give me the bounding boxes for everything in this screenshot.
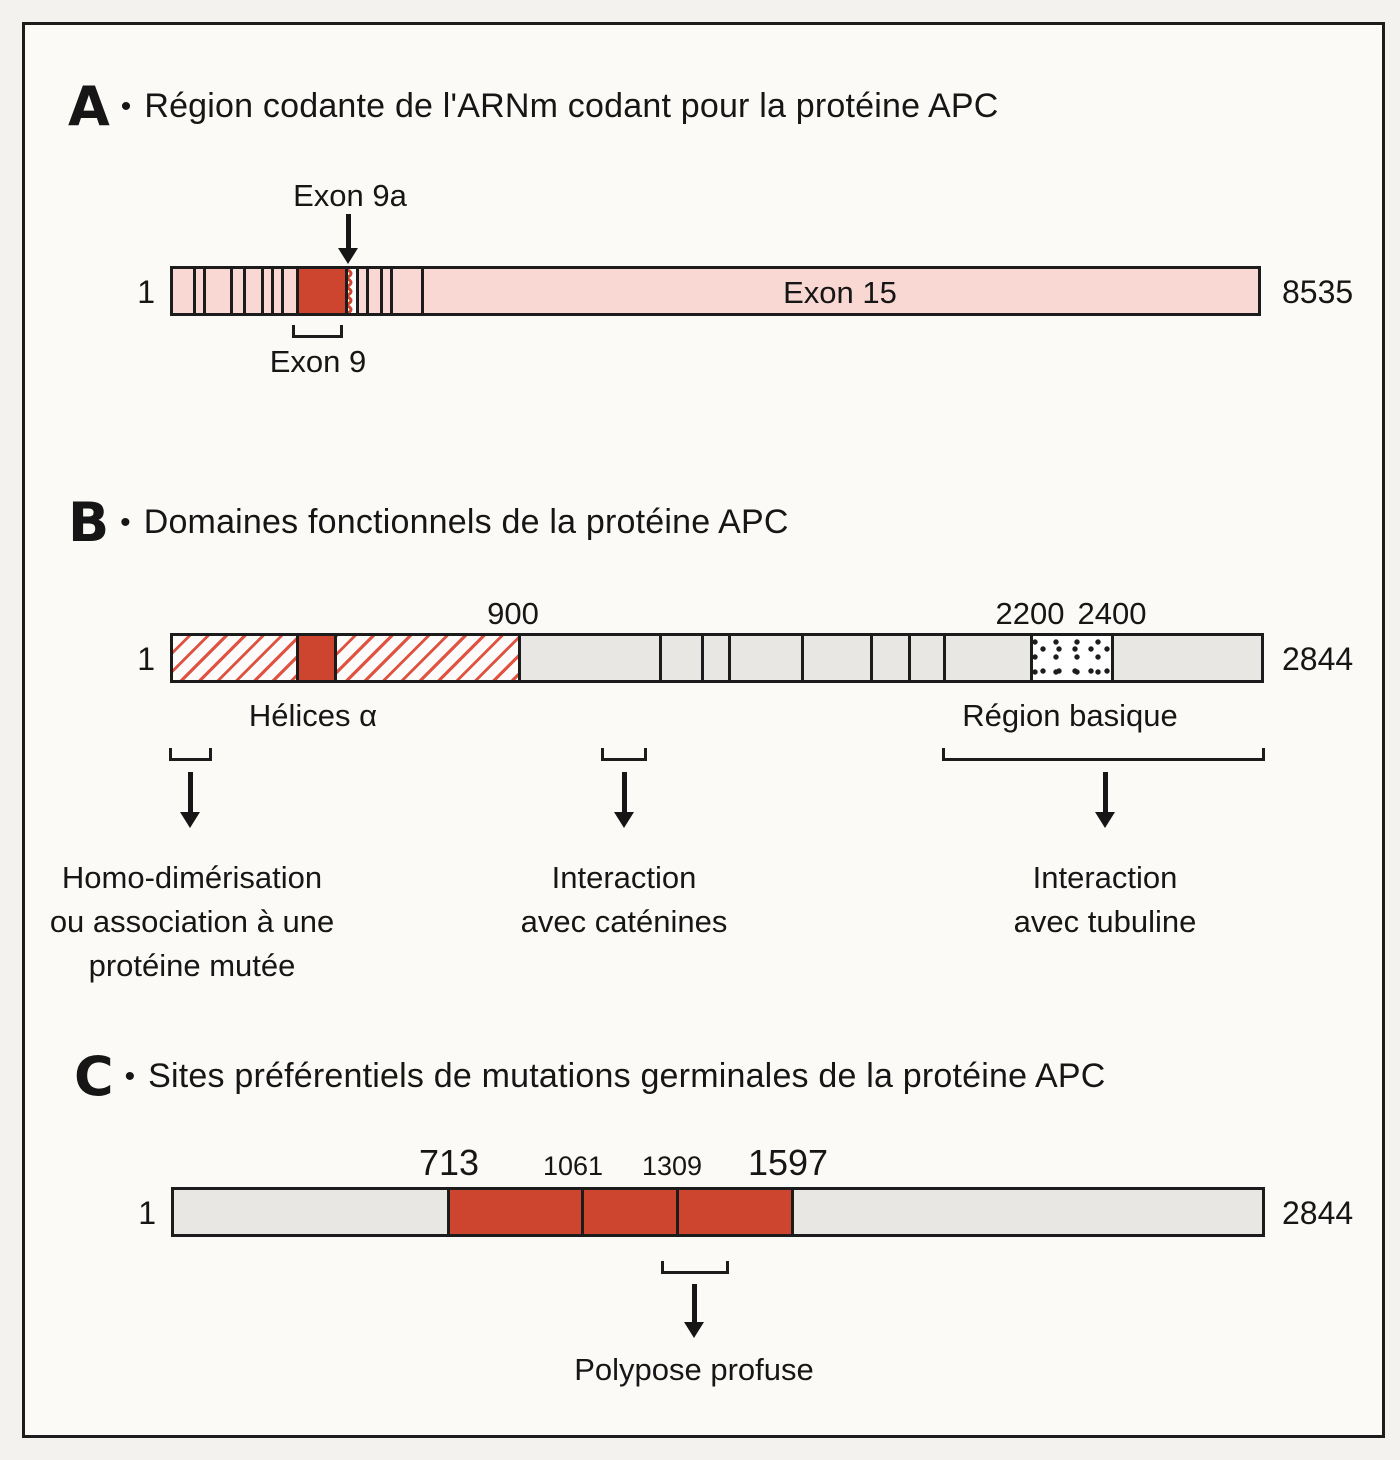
panel-c-title-text: Sites préférentiels de mutations germina… — [148, 1057, 1106, 1096]
segment-divider — [243, 269, 246, 313]
exon9-label: Exon 9 — [269, 344, 367, 379]
bar-b-end-label: 2844 — [1282, 641, 1354, 677]
panel-b-title-text: Domaines fonctionnels de la protéine APC — [143, 503, 789, 542]
annotation-line: ou association à une — [49, 904, 335, 939]
segment-divider — [366, 269, 369, 313]
basic-region-dotted-block — [1030, 636, 1111, 680]
position-1309-label: 1309 — [641, 1151, 703, 1181]
title-bullet-icon: • — [124, 1060, 136, 1093]
region-basique-label: Région basique — [962, 698, 1178, 733]
protein-domains-bar — [170, 633, 1264, 683]
segment-divider — [261, 269, 264, 313]
annotation-line: Interaction — [1032, 860, 1178, 895]
exon9a-squiggle-block — [345, 269, 356, 313]
panel-a-title: A • Région codante de l'ARNm codant pour… — [68, 80, 999, 134]
exon9-red-block — [296, 269, 345, 313]
segment-divider — [193, 269, 196, 313]
exon9a-label: Exon 9a — [293, 178, 407, 213]
down-arrow-icon — [1095, 772, 1115, 828]
segment-divider — [701, 636, 704, 680]
segment-divider — [676, 1190, 679, 1234]
segment-divider — [801, 636, 804, 680]
segment-divider — [943, 636, 946, 680]
segment-divider — [356, 269, 359, 313]
segment-divider — [334, 636, 337, 680]
down-arrow-icon — [338, 214, 358, 264]
tick-2400-label: 2400 — [1077, 596, 1147, 631]
position-1061-label: 1061 — [542, 1151, 604, 1181]
title-bullet-icon: • — [120, 90, 132, 123]
panel-b-title: B • Domaines fonctionnels de la protéine… — [68, 496, 789, 550]
exon9-range-bracket — [292, 325, 343, 338]
panel-b-letter: B — [68, 491, 109, 554]
down-arrow-icon — [614, 772, 634, 828]
segment-divider — [447, 1190, 450, 1234]
polypose-profuse-label: Polypose profuse — [574, 1352, 814, 1387]
segment-divider — [271, 269, 274, 313]
annotation-line: avec caténines — [520, 904, 728, 939]
segment-divider — [203, 269, 206, 313]
annotation-tubuline: Interaction avec tubuline — [1014, 856, 1197, 944]
segment-divider — [281, 269, 284, 313]
annotation-catenines: Interaction avec caténines — [521, 856, 728, 944]
mutation-sites-bar — [171, 1187, 1265, 1237]
helices-alpha-label: Hélices α — [248, 698, 378, 733]
mrna-coding-bar: Exon 15 — [170, 266, 1261, 316]
tick-900-label: 900 — [487, 596, 539, 631]
segment-divider — [728, 636, 731, 680]
bar-c-start-label: 1 — [138, 1195, 156, 1231]
segment-divider — [659, 636, 662, 680]
segment-divider — [296, 269, 299, 313]
panel-c-letter: C — [74, 1045, 114, 1108]
annotation-line: avec tubuline — [1013, 904, 1197, 939]
catenin-range-bracket — [601, 748, 647, 761]
position-1597-label: 1597 — [747, 1142, 829, 1183]
segment-divider — [380, 269, 383, 313]
segment-divider — [581, 1190, 584, 1234]
segment-divider — [1030, 636, 1033, 680]
segment-divider — [791, 1190, 794, 1234]
segment-divider — [345, 269, 348, 313]
title-bullet-icon: • — [120, 506, 131, 539]
annotation-homodimerisation: Homo-dimérisation ou association à une p… — [50, 856, 334, 988]
exon15-label: Exon 15 — [783, 275, 897, 310]
tick-2200-label: 2200 — [995, 596, 1065, 631]
annotation-line: Homo-dimérisation — [61, 860, 323, 895]
annotation-line: protéine mutée — [88, 948, 296, 983]
panel-a-letter: A — [68, 75, 110, 138]
bar-a-end-label: 8535 — [1282, 274, 1354, 310]
polypose-range-bracket — [661, 1261, 729, 1274]
bar-c-end-label: 2844 — [1282, 1195, 1354, 1231]
helices-red-block — [296, 636, 334, 680]
hatched-helix-region — [173, 636, 518, 680]
bar-b-start-label: 1 — [137, 641, 155, 677]
panel-c-title: C • Sites préférentiels de mutations ger… — [74, 1050, 1106, 1104]
segment-divider — [421, 269, 424, 313]
down-arrow-icon — [684, 1284, 704, 1338]
segment-divider — [908, 636, 911, 680]
segment-divider — [870, 636, 873, 680]
segment-divider — [296, 636, 299, 680]
position-713-label: 713 — [418, 1142, 480, 1183]
squiggle-pattern-icon — [345, 269, 356, 313]
down-arrow-icon — [180, 772, 200, 828]
segment-divider — [518, 636, 521, 680]
bar-a-start-label: 1 — [137, 274, 155, 310]
homodimerisation-range-bracket — [169, 748, 212, 761]
segment-divider — [390, 269, 393, 313]
annotation-line: Interaction — [551, 860, 697, 895]
panel-a-title-text: Région codante de l'ARNm codant pour la … — [144, 87, 999, 126]
segment-divider — [230, 269, 233, 313]
segment-divider — [1111, 636, 1114, 680]
mutation-cluster-red-block — [447, 1190, 791, 1234]
tubulin-range-bracket — [942, 748, 1265, 761]
